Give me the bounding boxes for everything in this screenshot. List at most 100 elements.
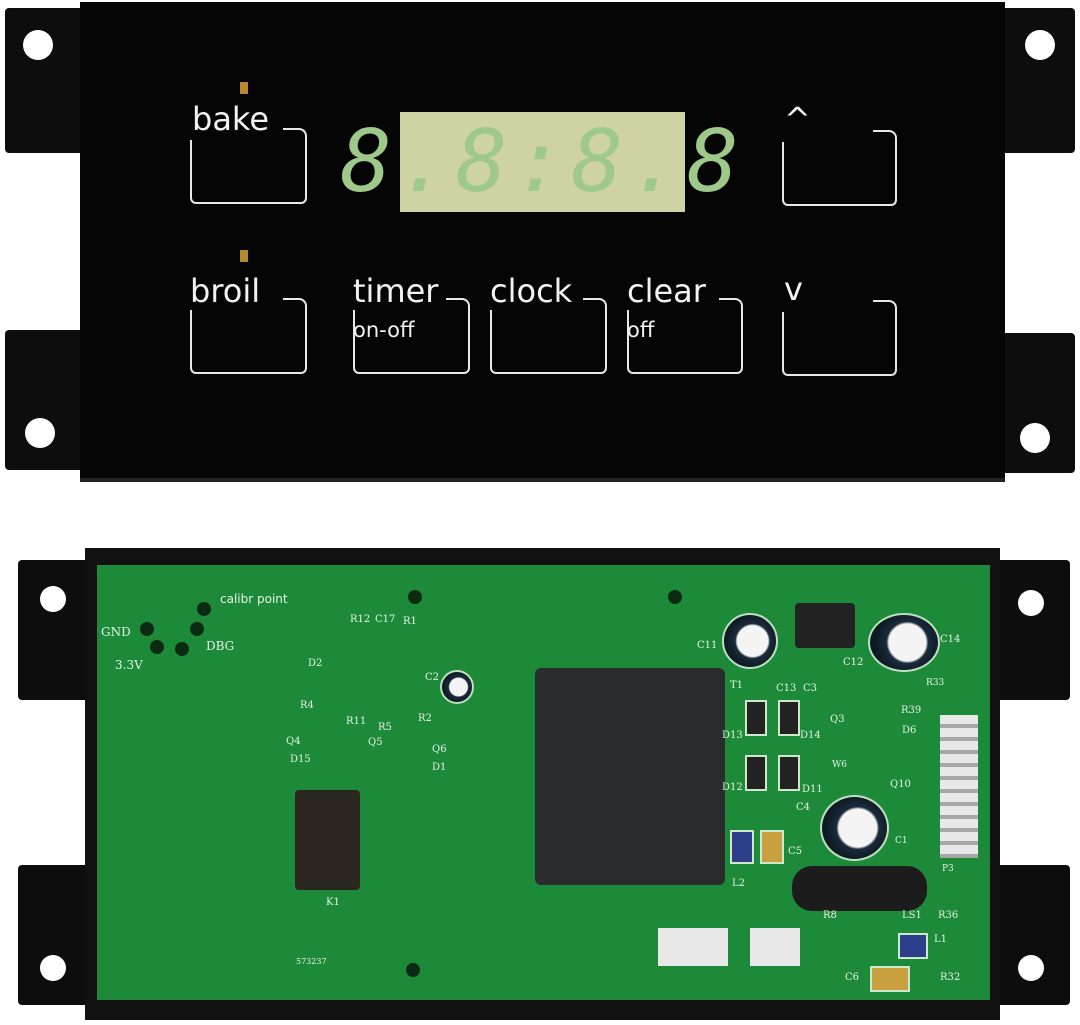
mount-hole: [1018, 955, 1044, 981]
silk-label: D6: [902, 725, 917, 736]
diode: [778, 700, 800, 736]
buzzer: [792, 866, 927, 911]
test-point: [197, 602, 211, 616]
silk-label: C5: [788, 846, 803, 857]
down-button[interactable]: [782, 300, 897, 376]
mount-hole: [23, 30, 53, 60]
silk-label: C6: [845, 972, 860, 983]
silk-label: C3: [803, 683, 818, 694]
inductor: [730, 830, 754, 864]
connector-p3: [940, 715, 978, 858]
test-point: [668, 590, 682, 604]
test-point: [150, 640, 164, 654]
timer-button[interactable]: [353, 298, 470, 374]
silk-label: D11: [802, 784, 823, 795]
up-arrow-icon: ^: [784, 100, 817, 138]
mount-hole: [1025, 30, 1055, 60]
mount-hole: [40, 586, 66, 612]
silk-label: C14: [940, 634, 961, 645]
silk-label: GND: [101, 625, 131, 639]
mount-ear: [18, 560, 98, 700]
silk-label: W6: [832, 760, 847, 770]
mount-hole: [1018, 590, 1044, 616]
clock-button[interactable]: [490, 298, 607, 374]
bake-indicator: [240, 82, 248, 94]
silk-label: R8: [823, 910, 837, 921]
silk-label: C4: [796, 802, 811, 813]
capacitor: [870, 966, 910, 992]
clock-label: clock: [490, 272, 579, 310]
mount-hole: [1020, 423, 1050, 453]
led-display: 8.8:8.8: [340, 112, 745, 212]
capacitor: [760, 830, 784, 864]
silk-label: C12: [843, 657, 864, 668]
silk-label: C13: [776, 683, 797, 694]
silk-label: C2: [425, 672, 440, 683]
silk-label: 573237: [296, 957, 327, 966]
clear-label: clear: [627, 272, 712, 310]
broil-indicator: [240, 250, 248, 262]
silk-label: D1: [432, 762, 447, 773]
silk-label: D15: [290, 754, 311, 765]
test-point: [140, 622, 154, 636]
capacitor: [440, 670, 474, 704]
control-faceplate: [80, 2, 1005, 478]
capacitor: [820, 795, 889, 861]
connector: [750, 928, 800, 966]
silk-label: K1: [326, 897, 340, 908]
silk-label: R12: [350, 614, 371, 625]
bake-label: bake: [192, 100, 275, 138]
silk-label: calibr point: [220, 592, 288, 606]
silk-label: P3: [942, 864, 954, 874]
mount-hole: [40, 955, 66, 981]
silk-label: C11: [697, 640, 718, 651]
silk-label: R36: [938, 910, 959, 921]
silk-label: R4: [300, 700, 314, 711]
relay-k1: [295, 790, 360, 890]
timer-label: timer: [353, 272, 445, 310]
broil-label: broil: [190, 272, 267, 310]
silk-label: L1: [934, 934, 948, 945]
silk-label: R33: [926, 678, 945, 688]
silk-label: R5: [378, 722, 392, 733]
mount-hole: [25, 418, 55, 448]
silk-label: DBG: [206, 639, 235, 653]
silk-label: R32: [940, 972, 961, 983]
mount-ear: [990, 560, 1070, 700]
silk-label: D14: [800, 730, 821, 741]
voltage-regulator: [795, 603, 855, 648]
silk-label: R2: [418, 713, 432, 724]
test-point: [190, 622, 204, 636]
diode: [778, 755, 800, 791]
silk-label: LS1: [902, 910, 922, 921]
silk-label: C1: [895, 836, 908, 846]
silk-label: D13: [722, 730, 743, 741]
silk-label: C17: [375, 614, 396, 625]
bake-button[interactable]: [190, 128, 307, 204]
silk-label: 3.3V: [115, 658, 143, 672]
diode: [745, 755, 767, 791]
clear-sublabel: off: [627, 318, 655, 342]
silk-label: L2: [732, 878, 746, 889]
transformer: [535, 668, 725, 885]
up-button[interactable]: [782, 130, 897, 206]
connector: [658, 928, 728, 966]
silk-label: D12: [722, 782, 743, 793]
down-arrow-icon: v: [784, 270, 809, 308]
mount-ear: [990, 865, 1070, 1005]
clear-button[interactable]: [627, 298, 743, 374]
broil-button[interactable]: [190, 298, 307, 374]
test-point: [406, 963, 420, 977]
test-point: [175, 642, 189, 656]
silk-label: Q4: [286, 736, 301, 747]
diode: [745, 700, 767, 736]
mount-ear: [18, 865, 98, 1005]
silk-label: Q5: [368, 737, 383, 748]
silk-label: R39: [901, 705, 922, 716]
timer-sublabel: on-off: [353, 318, 415, 342]
inductor: [898, 933, 928, 959]
capacitor: [868, 613, 940, 672]
silk-label: Q10: [890, 779, 911, 790]
silk-label: Q6: [432, 744, 447, 755]
silk-label: R11: [346, 716, 367, 727]
